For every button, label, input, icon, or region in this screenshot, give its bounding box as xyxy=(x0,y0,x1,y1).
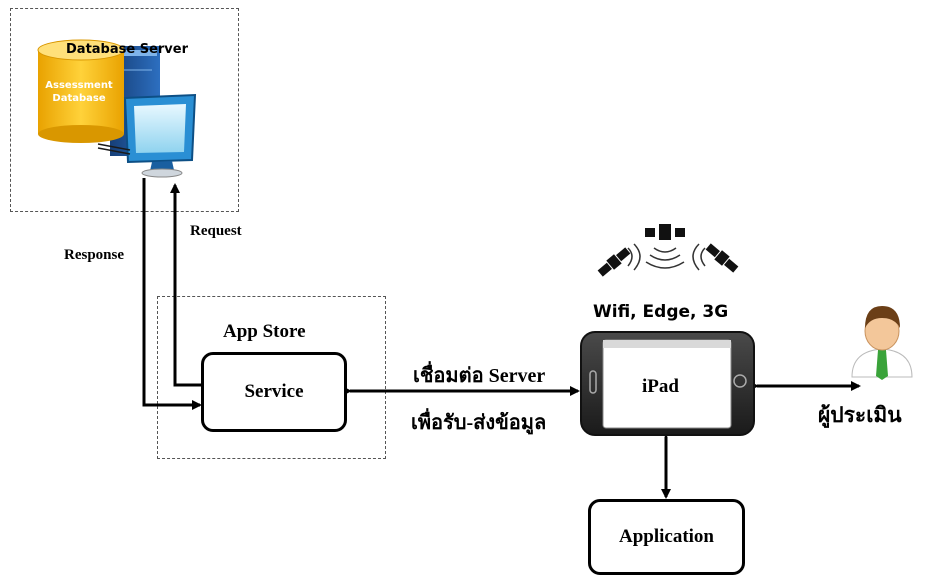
service-box: Service xyxy=(201,352,347,432)
database-name-label: Assessment Database xyxy=(42,79,116,105)
app-store-frame xyxy=(157,296,386,459)
network-label: Wifi, Edge, 3G xyxy=(593,302,729,322)
satellite-center-icon xyxy=(645,224,685,269)
ipad-device-icon xyxy=(580,331,755,436)
database-server-frame xyxy=(10,8,239,212)
connection-label-line1: เชื่อมต่อ Server xyxy=(413,365,546,387)
request-arrow xyxy=(170,183,203,387)
app-store-title: App Store xyxy=(223,321,306,342)
user-label: ผู้ประเมิน xyxy=(818,403,902,427)
response-arrow xyxy=(142,178,202,410)
satellite-right-icon xyxy=(692,243,739,273)
request-label: Request xyxy=(190,223,242,239)
ipad-label: iPad xyxy=(642,376,679,397)
satellite-left-icon xyxy=(597,243,641,277)
database-cylinder-icon xyxy=(37,39,125,143)
database-name-line1: Assessment xyxy=(45,80,113,91)
response-label: Response xyxy=(64,247,125,263)
application-box: Application xyxy=(588,499,745,575)
monitor-icon xyxy=(97,93,197,178)
connection-label-line2: เพื่อรับ-ส่งข้อมูล xyxy=(411,412,547,434)
database-server-label: Database Server xyxy=(66,42,189,57)
user-avatar-icon xyxy=(851,306,913,380)
database-name-line2: Database xyxy=(52,93,106,104)
